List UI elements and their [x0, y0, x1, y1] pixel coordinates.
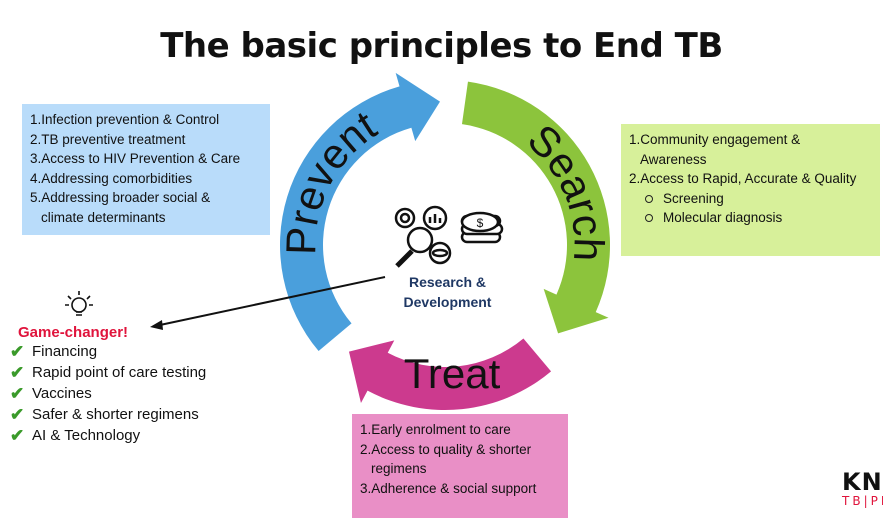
logo-bottom: TB|PL	[842, 494, 883, 508]
treat-label: Treat	[404, 350, 501, 397]
svg-text:$: $	[477, 216, 484, 230]
item-label: AI & Technology	[32, 427, 141, 444]
prevent-label: Prevent	[277, 101, 384, 255]
check-icon: ✔	[10, 342, 25, 361]
check-icon: ✔	[10, 384, 25, 403]
slide-title: The basic principles to End TB	[160, 26, 723, 66]
list-item: climate determinants	[41, 209, 166, 225]
svg-text:Prevent: Prevent	[277, 101, 384, 255]
search-label: Search	[519, 115, 613, 262]
list-item: regimens	[371, 461, 427, 476]
list-item: 5.Addressing broader social &	[30, 190, 211, 205]
check-icon: ✔	[10, 363, 25, 382]
item-label: Rapid point of care testing	[32, 364, 207, 381]
treat-arrow	[348, 338, 552, 410]
list-item: ✔ Safer & shorter regimens	[10, 404, 206, 425]
treat-box: 1.Early enrolment to care 2.Access to qu…	[352, 414, 568, 518]
arrow-to-gamechanger	[150, 276, 386, 330]
list-item: ✔ Rapid point of care testing	[10, 362, 206, 383]
list-item: ✔ AI & Technology	[10, 425, 206, 446]
gamechanger-section: Game-changer! ✔ Financing ✔ Rapid point of…	[10, 290, 206, 446]
gamechanger-title: Game-changer!	[18, 324, 129, 341]
coins-icon: $	[460, 211, 504, 244]
item-label: Vaccines	[32, 385, 92, 402]
list-item: 3.Adherence & social support	[360, 480, 537, 496]
item-label: Financing	[32, 343, 98, 360]
list-item: Awareness	[640, 151, 707, 167]
list-item: 3.Access to HIV Prevention & Care	[30, 151, 241, 166]
research-development-label: Research & Development	[385, 272, 510, 312]
item-label: Safer & shorter regimens	[32, 406, 199, 423]
sub-item: Screening	[629, 189, 872, 209]
list-item: 1.Community engagement &	[629, 132, 801, 147]
search-arrow	[461, 81, 610, 334]
check-icon: ✔	[10, 426, 25, 445]
lightbulb-icon	[65, 291, 93, 316]
list-item: 2.Access to Rapid, Accurate & Quality	[629, 171, 857, 186]
center-line1: Research &	[408, 274, 487, 290]
search-box: 1.Community engagement & Awareness 2.Acc…	[621, 124, 880, 256]
sub-item: Molecular diagnosis	[629, 208, 872, 228]
logo-top: KNO	[842, 468, 883, 496]
check-icon: ✔	[10, 405, 25, 424]
svg-text:Search: Search	[519, 115, 613, 262]
list-item: 2.TB preventive treatment	[30, 131, 186, 147]
list-item: 1.Infection prevention & Control	[30, 112, 220, 127]
center-line2: Development	[403, 294, 492, 310]
list-item: ✔ Vaccines	[10, 383, 206, 404]
list-item: 2.Access to quality & shorter	[360, 441, 532, 457]
list-item: 1.Early enrolment to care	[360, 422, 511, 437]
prevent-arrow	[279, 72, 440, 352]
list-item: ✔ Financing	[10, 341, 206, 362]
logo: KNO TB|PL	[842, 470, 883, 508]
research-icon	[394, 205, 452, 268]
list-item: 4.Addressing comorbidities	[30, 170, 193, 186]
prevent-box: 1.Infection prevention & Control 2.TB pr…	[22, 104, 270, 235]
